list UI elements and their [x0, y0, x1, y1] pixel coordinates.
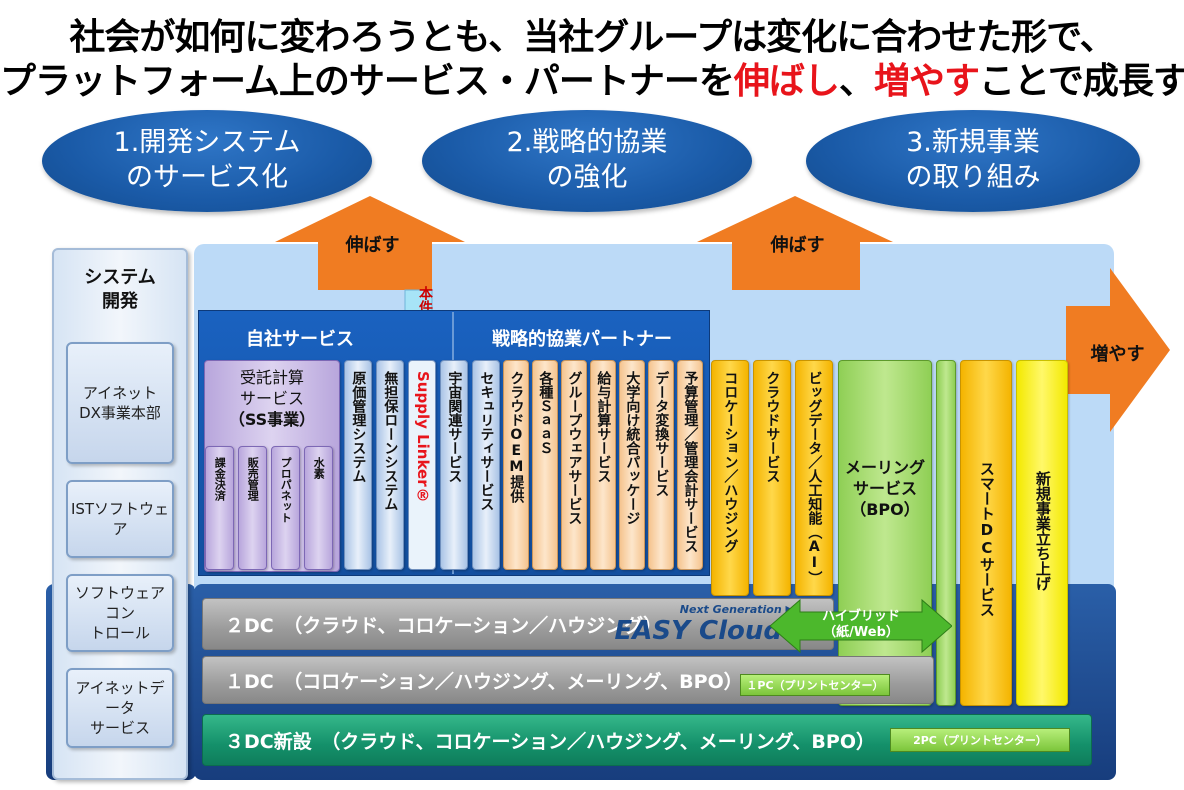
- col-bigdata-ai: ビッグデータ／人工知能（AI）: [795, 360, 833, 596]
- headline-text-3: ことで成長する: [978, 61, 1184, 102]
- easy-cloud-name: EASY Cloud: [614, 616, 782, 646]
- ellipse-new-business: 3.新規事業 の取り組み: [806, 110, 1140, 212]
- ellipse-2-line2: の強化: [546, 162, 628, 193]
- box-software-control-1: ソフトウェアコン: [74, 583, 165, 622]
- pc2-box: 2PC（プリントセンター）: [890, 728, 1070, 752]
- header-jisha: 自社サービス: [246, 329, 354, 350]
- col-colocation: コロケーション／ハウジング: [711, 360, 749, 596]
- easy-cloud-next-text: Next Generation: [679, 603, 782, 616]
- ss-box-text: 受託計算 サービス （SS事業）: [204, 368, 340, 430]
- header-senryaku: 戦略的協業パートナー: [492, 329, 672, 350]
- ellipse-1-line2: のサービス化: [126, 162, 288, 193]
- col-kyuyo: 給与計算サービス: [590, 360, 616, 570]
- arrow-fuyasu: [1066, 268, 1170, 432]
- headline-line-2: プラットフォーム上のサービス・パートナーを伸ばし、増やすことで成長する: [0, 52, 1184, 104]
- col-uchu: 宇宙関連サービス: [440, 360, 468, 570]
- box-inet-data-1: アイネットデータ: [75, 678, 165, 717]
- system-dev-title: システム 開発: [52, 266, 188, 315]
- box-inet-dx-1: アイネット: [82, 383, 158, 402]
- metering-strip: [936, 360, 956, 706]
- ellipse-strategic-partner: 2.戦略的協業 の強化: [422, 110, 752, 212]
- bar-1dc-label: １DC （コロケーション／ハウジング、メーリング、BPO）: [225, 670, 743, 693]
- headline-red-nobashi: 伸ばし: [733, 61, 840, 102]
- bar-2dc: ２DC （クラウド、コロケーション／ハウジング）: [202, 598, 834, 650]
- box-software-control-2: トロール: [89, 624, 150, 643]
- col-saas: 各種ＳａａＳ: [532, 360, 558, 570]
- metering-line1: メーリング: [844, 458, 925, 477]
- hybrid-line1: ハイブリッド: [822, 609, 900, 624]
- easy-cloud-logo: EASY Cloud®: [604, 616, 794, 646]
- box-inet-data-2: サービス: [89, 719, 150, 738]
- col-data-henkan: データ変換サービス: [648, 360, 674, 570]
- ss-col-suiso: 水素: [304, 446, 333, 570]
- box-inet-dx: アイネット DX事業本部: [66, 342, 174, 464]
- ss-box-line1: 受託計算: [239, 368, 304, 387]
- col-mutanpo: 無担保ローンシステム: [376, 360, 404, 570]
- headline-line-1: 社会が如何に変わろうとも、当社グループは変化に合わせた形で、: [69, 17, 1115, 58]
- col-cloud-oem: クラウドOEM提供: [503, 360, 529, 570]
- arrow-nobasu-1: [275, 196, 465, 290]
- hybrid-line2: （紙/Web）: [823, 624, 899, 640]
- col-shinki: 新規事業立ち上げ: [1016, 360, 1068, 706]
- box-ist-software: ISTソフトウェア: [66, 480, 174, 558]
- system-dev-title-1: システム: [84, 267, 156, 288]
- bar-3dc-label: ３DC新設 （クラウド、コロケーション／ハウジング、メーリング、BPO）: [225, 730, 875, 753]
- col-yosan: 予算管理／管理会計サービス: [677, 360, 703, 570]
- col-smart-dc: スマートDCサービス: [960, 360, 1012, 706]
- label-honken: 本件: [417, 286, 433, 314]
- ellipse-1-line1: 1.開発システム: [113, 127, 301, 159]
- col-daigaku: 大学向け統合パッケージ: [619, 360, 645, 570]
- easy-cloud-next: Next Generation ▶: [679, 603, 794, 616]
- label-nobasu-1: 伸ばす: [345, 235, 400, 256]
- metering-service: [838, 360, 932, 706]
- metering-text: メーリング サービス （BPO）: [838, 458, 932, 520]
- label-fuyasu: 増やす: [1090, 344, 1145, 365]
- metering-line3: （BPO）: [850, 499, 920, 519]
- ellipse-3-line1: 3.新規事業: [906, 127, 1040, 159]
- box-software-control: ソフトウェアコン トロール: [66, 574, 174, 652]
- col-groupware: グループウェアサービス: [561, 360, 587, 570]
- hybrid-arrow: [770, 598, 952, 654]
- box-inet-data: アイネットデータ サービス: [66, 668, 174, 748]
- ss-box-line2: サービス: [239, 388, 304, 408]
- label-nobasu-2: 伸ばす: [770, 235, 825, 256]
- ellipse-2-line1: 2.戦略的協業: [506, 127, 668, 159]
- col-security: セキュリティサービス: [472, 360, 500, 570]
- hybrid-arrow-shape: [770, 598, 952, 654]
- col-supply-linker: Supply Linker®: [408, 360, 436, 570]
- headline-text-2: 、: [838, 61, 875, 102]
- ellipse-3-line2: の取り組み: [905, 162, 1041, 193]
- system-dev-title-2: 開発: [102, 291, 138, 313]
- pc1-box: １PC（プリントセンター）: [740, 674, 890, 696]
- headline-red-fuyasu: 増やす: [873, 61, 980, 102]
- ss-col-hanbai: 販売管理: [238, 446, 267, 570]
- col-cloud-service: クラウドサービス: [753, 360, 791, 596]
- bar-2dc-label: ２DC （クラウド、コロケーション／ハウジング）: [225, 614, 663, 637]
- ss-col-propanet: プロパネット: [271, 446, 300, 570]
- headline-text-1: プラットフォーム上のサービス・パートナーを: [0, 61, 735, 102]
- box-inet-dx-2: DX事業本部: [79, 404, 161, 422]
- arrow-nobasu-2: [697, 196, 893, 290]
- ss-box-line3: （SS事業）: [228, 409, 316, 429]
- ss-col-kakin: 課金決済: [205, 446, 234, 570]
- col-genka: 原価管理システム: [344, 360, 372, 570]
- box-ist-software-1: ISTソフトウェア: [70, 499, 170, 538]
- ellipse-dev-system: 1.開発システム のサービス化: [42, 110, 372, 212]
- hybrid-text: ハイブリッド （紙/Web）: [800, 609, 922, 640]
- metering-line2: サービス: [852, 478, 917, 498]
